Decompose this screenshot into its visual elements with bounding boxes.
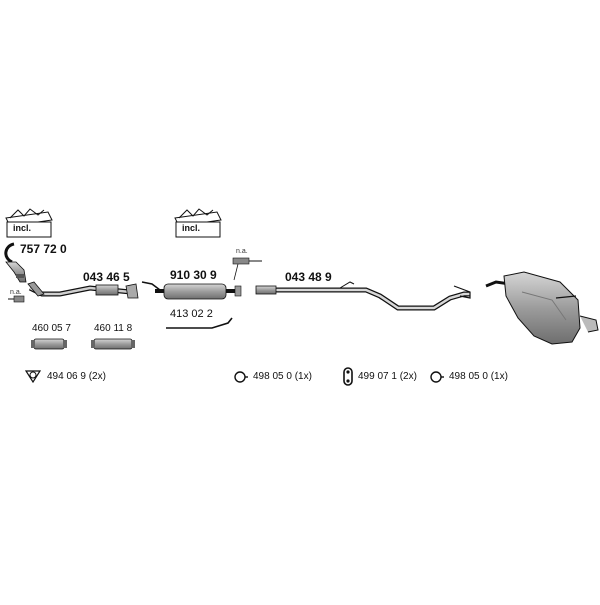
legend-item-2: 498 05 0 (1x) [253, 372, 312, 382]
legend-item-2-qty: (1x) [294, 371, 312, 382]
legend-item-2-part: 498 05 0 [253, 371, 292, 382]
part-label-413022: 413 02 2 [170, 308, 213, 320]
part-label-460118: 460 11 8 [94, 323, 133, 334]
kit-box-1-label: incl. [13, 223, 32, 233]
sensor-left-icon [8, 295, 25, 303]
legend-item-1: 494 06 9 (2x) [47, 372, 106, 382]
legend-item-3-qty: (2x) [399, 371, 417, 382]
front-pipe-icon [5, 261, 27, 283]
pipe-043465-icon [27, 281, 139, 299]
gasket-legend-icon [24, 370, 42, 384]
rubber-hanger-legend-icon [343, 367, 353, 386]
legend-item-3-part: 499 07 1 [358, 371, 397, 382]
clamp-460057-icon [31, 338, 67, 350]
clamp-460118-icon [91, 338, 135, 350]
kit-box-2-icon [174, 208, 222, 238]
part-label-460057: 460 05 7 [32, 323, 71, 334]
middle-silencer-icon [141, 281, 242, 300]
part-label-757720: 757 72 0 [20, 242, 67, 256]
rod-413022-icon [166, 317, 233, 329]
sensor-left-note: n.a. [10, 289, 22, 296]
legend-item-4-qty: (1x) [490, 371, 508, 382]
part-label-043465: 043 46 5 [83, 270, 130, 284]
pipe-043489-icon [255, 281, 471, 311]
legend-item-3: 499 07 1 (2x) [358, 372, 417, 382]
kit-box-1-icon [5, 208, 53, 238]
clamp-ring-legend-icon-2 [430, 371, 444, 383]
sensor-right-note: n.a. [236, 248, 248, 255]
clamp-ring-legend-icon-1 [234, 371, 248, 383]
rear-silencer-icon [485, 271, 599, 345]
legend-item-1-part: 494 06 9 [47, 371, 86, 382]
legend-item-1-qty: (2x) [88, 371, 106, 382]
legend-item-4: 498 05 0 (1x) [449, 372, 508, 382]
gasket-ring-icon [4, 242, 15, 264]
legend-item-4-part: 498 05 0 [449, 371, 488, 382]
part-label-910309: 910 30 9 [170, 268, 217, 282]
part-label-043489: 043 48 9 [285, 270, 332, 284]
kit-box-2-label: incl. [182, 223, 201, 233]
sensor-right-icon [232, 257, 262, 281]
